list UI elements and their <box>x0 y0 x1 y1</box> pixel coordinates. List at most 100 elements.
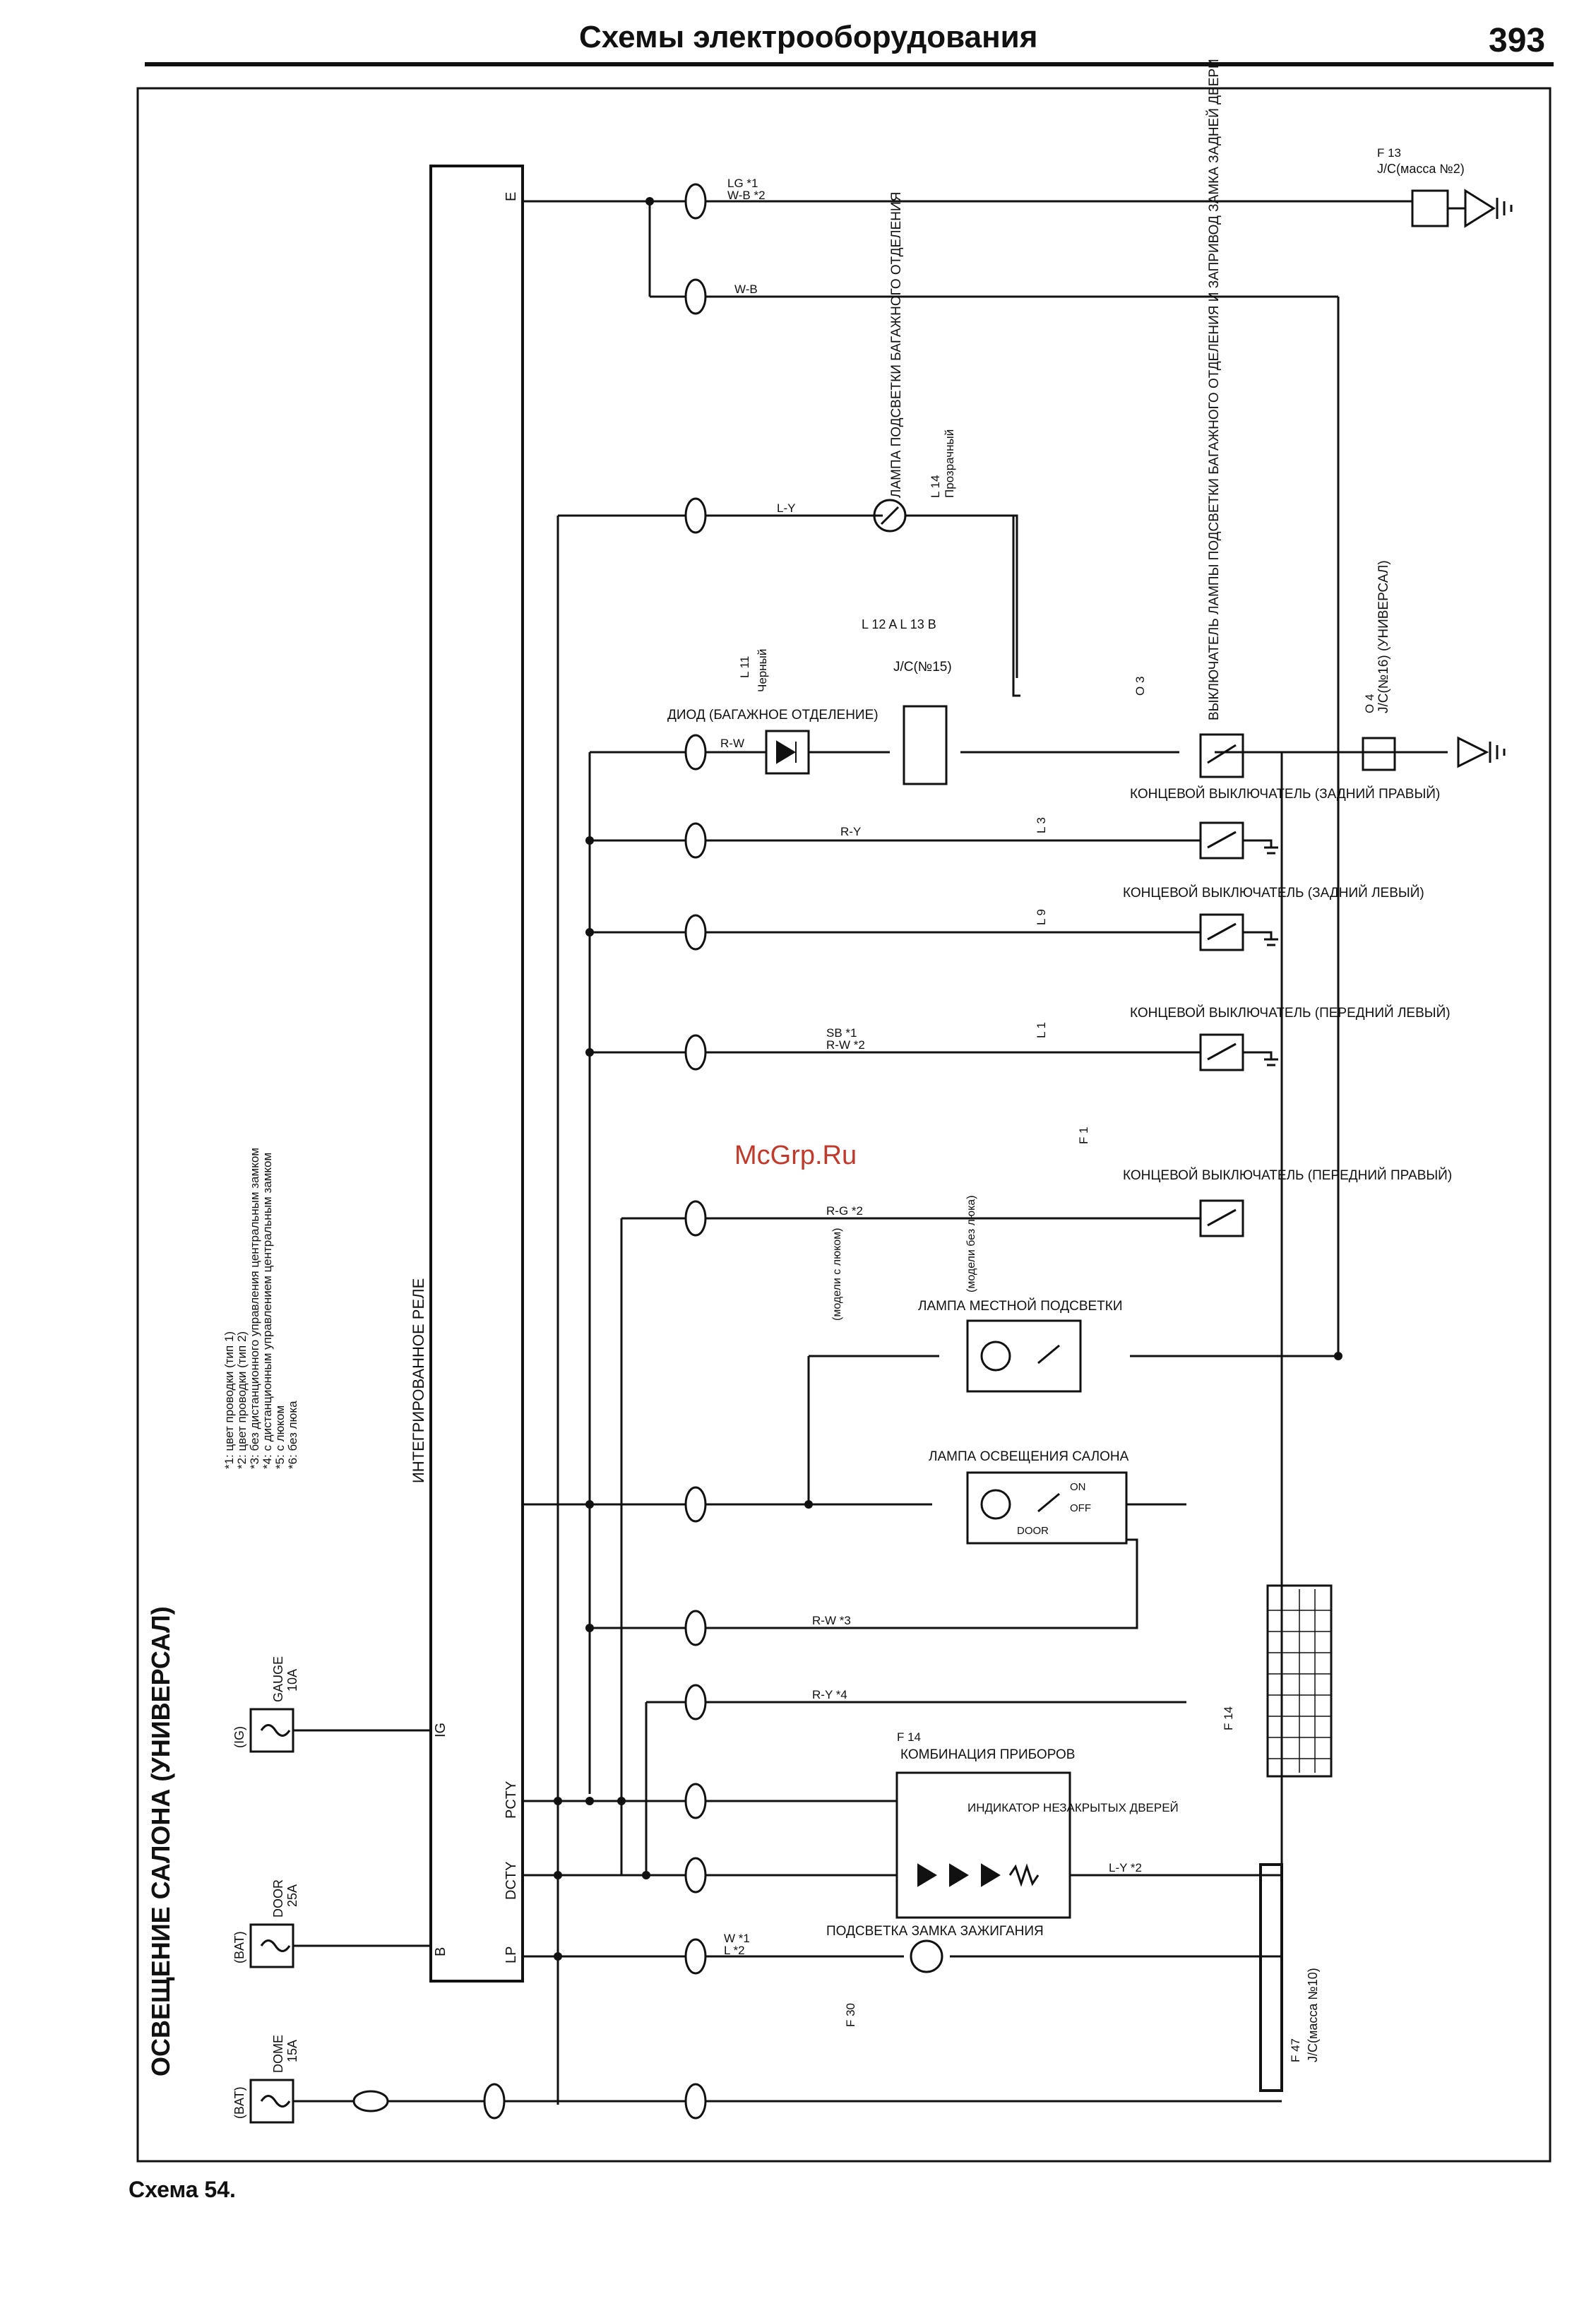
jc16-label: J/C(№16) (УНИВЕРСАЛ) <box>1376 560 1391 713</box>
header-rule <box>145 62 1554 66</box>
wire-label-ry4: R-Y *4 <box>812 1688 847 1701</box>
jc15: J/C(№15) L 12 A L 13 B <box>862 617 952 785</box>
indicator-label: ИНДИКАТОР НЕЗАКРЫТЫХ ДВЕРЕЙ <box>967 1801 1179 1814</box>
map-lamp-label: ЛАМПА МЕСТНОЙ ПОДСВЕТКИ <box>918 1298 1123 1314</box>
fuse-dome-name: DOME <box>271 2035 285 2073</box>
connector-16 <box>483 2083 506 2120</box>
jc15-refs: L 12 A L 13 B <box>862 617 936 631</box>
jc-ground-2-label: J/C(масса №2) <box>1377 162 1465 176</box>
map-lamp-b: (модели без люка) <box>965 1195 977 1292</box>
map-lamp: ЛАМПА МЕСТНОЙ ПОДСВЕТКИ (модели с люком)… <box>831 1195 1123 1393</box>
note-1: *1: цвет проводки (тип 1) <box>222 1331 236 1469</box>
note-4: *4: с дистанционным управлением централь… <box>261 1153 274 1469</box>
figure-caption: Схема 54. <box>129 2177 236 2202</box>
diagram-frame <box>136 87 1552 2163</box>
door-switch-rear-right: КОНЦЕВОЙ ВЫКЛЮЧАТЕЛЬ (ЗАДНИЙ ПРАВЫЙ) L 3 <box>1035 786 1440 860</box>
relay-label: ИНТЕГРИРОВАННОЕ РЕЛЕ <box>410 1278 427 1483</box>
fuse-door-name: DOOR <box>271 1879 285 1918</box>
page-number: 393 <box>1489 22 1546 59</box>
relay-pin-dcty: DCTY <box>504 1862 519 1900</box>
connector-11 <box>684 1684 707 1720</box>
wire-label-lg: LG *1 <box>727 177 758 190</box>
door-switch-rl-label: КОНЦЕВОЙ ВЫКЛЮЧАТЕЛЬ (ЗАДНИЙ ЛЕВЫЙ) <box>1123 885 1424 901</box>
diode-ref: L 11 <box>738 656 751 678</box>
relay-pin-lp: LP <box>504 1947 519 1963</box>
note-3: *3: без дистанционного управления центра… <box>248 1148 261 1469</box>
diode: ДИОД (БАГАЖНОЕ ОТДЕЛЕНИЕ) L 11 Черный <box>667 649 879 775</box>
door-switch-fr-ref: F 1 <box>1077 1127 1090 1144</box>
map-lamp-a: (модели с люком) <box>831 1228 843 1321</box>
fuse-gauge: (IG) GAUGE 10A <box>232 1656 299 1753</box>
jc10-label: J/C(масса №10) <box>1306 1968 1320 2062</box>
fuse-dome-source: (BAT) <box>232 2086 246 2119</box>
door-switch-rr-label: КОНЦЕВОЙ ВЫКЛЮЧАТЕЛЬ (ЗАДНИЙ ПРАВЫЙ) <box>1130 786 1440 802</box>
connector-6 <box>684 914 707 951</box>
connector-2 <box>684 278 707 315</box>
trunk-lamp-transparent: Прозрачный <box>943 429 956 498</box>
door-switch-fl-ref: L 1 <box>1035 1022 1048 1038</box>
jc15-label: J/C(№15) <box>893 660 952 674</box>
jc-ground-2-ref: F 13 <box>1377 146 1401 160</box>
connector-15 <box>684 2083 707 2120</box>
horizontal-wires <box>523 200 1448 2103</box>
door-switch-rr-ref: L 3 <box>1035 817 1048 833</box>
cluster-ref: F 14 <box>897 1730 921 1744</box>
wire-label-rw: R-W <box>720 737 744 750</box>
connectors <box>352 183 707 2120</box>
trunk-lamp-label: ЛАМПА ПОДСВЕТКИ БАГАЖНОГО ОТДЕЛЕНИЯ <box>889 192 904 498</box>
fuse-dome: (BAT) DOME 15A <box>232 2035 299 2124</box>
wire-labels: LG *1 W-B *2 W-B L-Y R-W R-Y SB *1 R-W *… <box>720 177 1142 1957</box>
dome-off: OFF <box>1070 1502 1091 1514</box>
note-5: *5: с люком <box>273 1405 287 1469</box>
fuse-door: (BAT) DOOR 25A <box>232 1879 299 1968</box>
dome-lamp-label: ЛАМПА ОСВЕЩЕНИЯ САЛОНА <box>929 1449 1129 1464</box>
note-2: *2: цвет проводки (тип 2) <box>235 1331 249 1469</box>
fuse-door-rating: 25A <box>285 1884 299 1907</box>
wire-label-w1: W *1 <box>724 1932 750 1945</box>
junction-dots <box>554 197 1342 1961</box>
connector-17 <box>352 2090 389 2112</box>
fuse-gauge-name: GAUGE <box>271 1656 285 1702</box>
tailgate-switch: ВЫКЛЮЧАТЕЛЬ ЛАМПЫ ПОДСВЕТКИ БАГАЖНОГО ОТ… <box>1133 59 1244 778</box>
trunk-lamp: ЛАМПА ПОДСВЕТКИ БАГАЖНОГО ОТДЕЛЕНИЯ L 14… <box>873 192 1018 678</box>
relay-pins: E IG PCTY DCTY LP B <box>433 192 519 1963</box>
watermark: McGrp.Ru <box>734 1141 857 1170</box>
jc-ground-2: F 13 J/C(масса №2) <box>1377 146 1513 228</box>
bus-lines <box>556 201 1340 2105</box>
door-switch-rl-ref: L 9 <box>1035 909 1048 925</box>
connector-10 <box>684 1610 707 1646</box>
relay-pin-e: E <box>504 192 519 201</box>
jc16-ref: O 4 <box>1363 694 1376 713</box>
wire-label-ly: L-Y <box>777 501 795 515</box>
page-header-title: Схемы электрооборудования <box>579 20 1038 54</box>
diode-label: ДИОД (БАГАЖНОЕ ОТДЕЛЕНИЕ) <box>667 708 879 723</box>
fuse-door-source: (BAT) <box>232 1931 246 1963</box>
door-switch-fr-label: КОНЦЕВОЙ ВЫКЛЮЧАТЕЛЬ (ПЕРЕДНИЙ ПРАВЫЙ) <box>1123 1167 1452 1183</box>
wire-label-ly2: L-Y *2 <box>1109 1861 1142 1874</box>
tailgate-switch-label: ВЫКЛЮЧАТЕЛЬ ЛАМПЫ ПОДСВЕТКИ БАГАЖНОГО ОТ… <box>1206 59 1222 720</box>
wire-label-wb2: W-B *2 <box>727 189 766 202</box>
ignition-lamp-label: ПОДСВЕТКА ЗАМКА ЗАЖИГАНИЯ <box>826 1924 1044 1939</box>
dome-lamp: ЛАМПА ОСВЕЩЕНИЯ САЛОНА ON OFF DOOR <box>929 1449 1129 1545</box>
fuse-dome-rating: 15A <box>285 2040 299 2062</box>
integrated-relay <box>429 165 524 1983</box>
connector-pinout-ref: F 14 <box>1222 1706 1235 1730</box>
dome-on: ON <box>1070 1481 1086 1493</box>
door-switch-front-right: КОНЦЕВОЙ ВЫКЛЮЧАТЕЛЬ (ПЕРЕДНИЙ ПРАВЫЙ) F… <box>1077 1127 1452 1237</box>
door-switch-fl-label: КОНЦЕВОЙ ВЫКЛЮЧАТЕЛЬ (ПЕРЕДНИЙ ЛЕВЫЙ) <box>1130 1005 1451 1021</box>
connector-14 <box>684 1938 707 1975</box>
connector-pinout: F 14 <box>1222 1584 1333 1778</box>
connector-12 <box>684 1783 707 1819</box>
tailgate-switch-ref: O 3 <box>1133 677 1147 696</box>
cluster-label: КОМБИНАЦИЯ ПРИБОРОВ <box>900 1747 1075 1762</box>
connector-9 <box>684 1486 707 1523</box>
jc10: J/C(масса №10) F 47 <box>1259 1863 1320 2092</box>
fuse-gauge-source: (IG) <box>232 1726 246 1748</box>
jc10-ref: F 47 <box>1289 2038 1302 2062</box>
ignition-lamp: ПОДСВЕТКА ЗАМКА ЗАЖИГАНИЯ F 30 <box>826 1924 1044 2027</box>
door-switch-rear-left: КОНЦЕВОЙ ВЫКЛЮЧАТЕЛЬ (ЗАДНИЙ ЛЕВЫЙ) L 9 <box>1035 885 1424 951</box>
wire-label-sb: SB *1 <box>826 1026 857 1040</box>
connector-5 <box>684 822 707 859</box>
relay-pin-ig: IG <box>433 1723 448 1737</box>
wire-label-rg2: R-G *2 <box>826 1204 863 1218</box>
